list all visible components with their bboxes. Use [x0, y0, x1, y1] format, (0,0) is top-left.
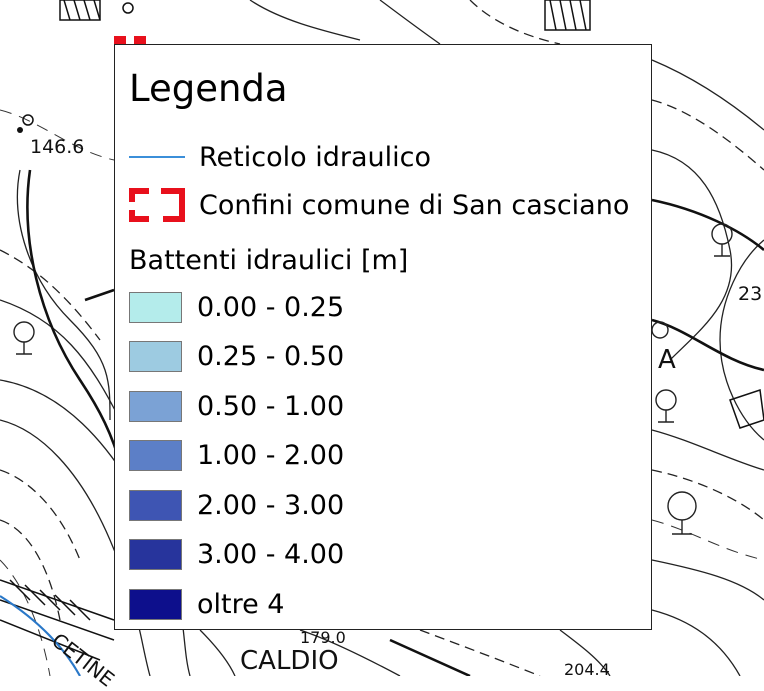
- red-boundary-symbol: [129, 188, 185, 222]
- red-boundary-fragment: [114, 36, 146, 44]
- depth-swatch: [129, 390, 182, 422]
- legend-item-depth-class: 2.00 - 3.00: [129, 488, 344, 522]
- place-label-caldio: CALDIO: [240, 646, 339, 676]
- tree-symbols: [13, 223, 733, 535]
- blue-stream: [0, 595, 81, 676]
- paths: [0, 109, 764, 676]
- blue-line-symbol: [129, 156, 185, 158]
- elevation-label-179: 179.0: [300, 628, 346, 647]
- contour-lines: [0, 0, 764, 676]
- depth-class-label: 0.25 - 0.50: [197, 341, 345, 372]
- depth-class-label: oltre 4: [197, 588, 285, 620]
- hatched-buildings: [0, 0, 764, 661]
- depth-swatch: [129, 341, 182, 372]
- legend-item-hydraulic-network: Reticolo idraulico: [129, 140, 431, 174]
- elevation-label-23: 23: [738, 283, 763, 305]
- elevation-label-204: 204.4: [564, 660, 610, 679]
- legend-item-depth-class: 0.25 - 0.50: [129, 340, 344, 374]
- legend-label: Reticolo idraulico: [199, 141, 431, 173]
- legend-item-municipal-boundary: Confini comune di San casciano: [129, 188, 629, 222]
- depth-swatch: [129, 539, 182, 570]
- point-symbols: [17, 2, 134, 133]
- legend-label: Confini comune di San casciano: [199, 189, 630, 221]
- legend-item-depth-class: 0.00 - 0.25: [129, 290, 344, 324]
- legend-group-title: Battenti idraulici [m]: [129, 245, 409, 276]
- depth-swatch: [129, 489, 182, 521]
- depth-class-label: 3.00 - 4.00: [197, 539, 345, 570]
- elevation-label-146: 146.6: [30, 136, 85, 158]
- place-label-a: A: [658, 345, 676, 375]
- depth-class-label: 0.00 - 0.25: [197, 291, 345, 323]
- depth-class-label: 2.00 - 3.00: [197, 489, 345, 521]
- legend-title: Legenda: [129, 67, 288, 110]
- depth-swatch: [129, 440, 182, 471]
- legend-item-depth-class: 0.50 - 1.00: [129, 389, 344, 423]
- depth-swatch: [129, 291, 182, 323]
- legend-item-depth-class: 3.00 - 4.00: [129, 538, 344, 572]
- depth-swatch: [129, 588, 182, 620]
- legend-item-depth-class: 1.00 - 2.00: [129, 439, 344, 473]
- depth-class-label: 1.00 - 2.00: [197, 440, 345, 471]
- depth-class-label: 0.50 - 1.00: [197, 390, 345, 422]
- legend-item-depth-class: oltre 4: [129, 587, 285, 621]
- boundary-outline: [129, 188, 185, 222]
- map-legend: Legenda Reticolo idraulico Confini comun…: [114, 44, 652, 630]
